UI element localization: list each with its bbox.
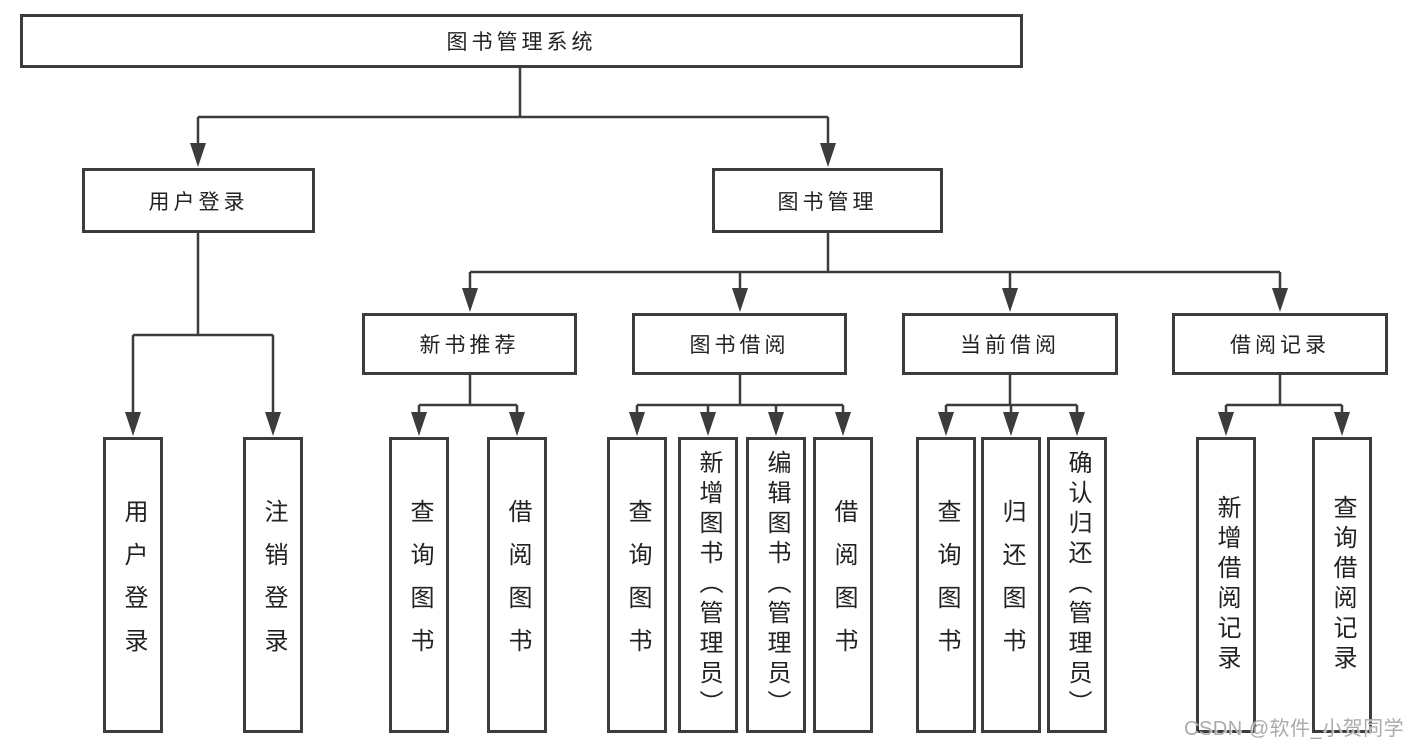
leaf-add-book-admin-label: 新增图书（管理员）: [695, 450, 722, 720]
leaf-query-books-recommend-label: 查询图书: [406, 499, 433, 671]
leaf-query-books-recommend: 查询图书: [389, 437, 449, 733]
leaf-add-book-admin: 新增图书（管理员）: [678, 437, 738, 733]
node-root-label: 图书管理系统: [446, 31, 597, 54]
leaf-add-borrow-record: 新增借阅记录: [1196, 437, 1256, 733]
node-new-book-recommend: 新书推荐: [362, 313, 577, 375]
leaf-return-books-label: 归还图书: [998, 499, 1025, 671]
node-borrow-records: 借阅记录: [1172, 313, 1388, 375]
leaf-query-books-borrow-label: 查询图书: [624, 499, 651, 671]
node-book-management: 图书管理: [712, 168, 943, 233]
leaf-borrow-books-recommend-label: 借阅图书: [504, 499, 531, 671]
leaf-edit-book-admin: 编辑图书（管理员）: [746, 437, 806, 733]
leaf-return-books: 归还图书: [981, 437, 1041, 733]
leaf-user-login: 用户登录: [103, 437, 163, 733]
watermark: CSDN @软件_小贺同学: [1184, 718, 1405, 740]
leaf-borrow-books-recommend: 借阅图书: [487, 437, 547, 733]
node-root: 图书管理系统: [20, 14, 1023, 68]
leaf-borrow-books-label: 借阅图书: [830, 499, 857, 671]
arrowheads: [125, 143, 1350, 436]
leaf-borrow-books: 借阅图书: [813, 437, 873, 733]
leaf-edit-book-admin-label: 编辑图书（管理员）: [763, 450, 790, 720]
leaf-query-books-borrow: 查询图书: [607, 437, 667, 733]
node-book-management-label: 图书管理: [777, 190, 878, 214]
node-book-borrow: 图书借阅: [632, 313, 847, 375]
leaf-confirm-return-admin: 确认归还（管理员）: [1047, 437, 1107, 733]
node-book-borrow-label: 图书借阅: [689, 334, 790, 357]
node-current-borrow: 当前借阅: [902, 313, 1118, 375]
leaf-user-login-label: 用户登录: [120, 499, 147, 671]
leaf-query-books-current-label: 查询图书: [933, 499, 960, 671]
node-current-borrow-label: 当前借阅: [960, 334, 1060, 357]
node-new-book-recommend-label: 新书推荐: [419, 334, 520, 357]
leaf-logout-label: 注销登录: [260, 499, 287, 671]
leaf-add-borrow-record-label: 新增借阅记录: [1213, 495, 1240, 675]
leaf-query-books-current: 查询图书: [916, 437, 976, 733]
leaf-confirm-return-admin-label: 确认归还（管理员）: [1064, 450, 1091, 720]
node-user-login: 用户登录: [82, 168, 315, 233]
node-borrow-records-label: 借阅记录: [1230, 334, 1330, 357]
leaf-query-borrow-record-label: 查询借阅记录: [1329, 495, 1356, 675]
node-user-login-label: 用户登录: [148, 190, 249, 214]
leaf-query-borrow-record: 查询借阅记录: [1312, 437, 1372, 733]
leaf-logout: 注销登录: [243, 437, 303, 733]
